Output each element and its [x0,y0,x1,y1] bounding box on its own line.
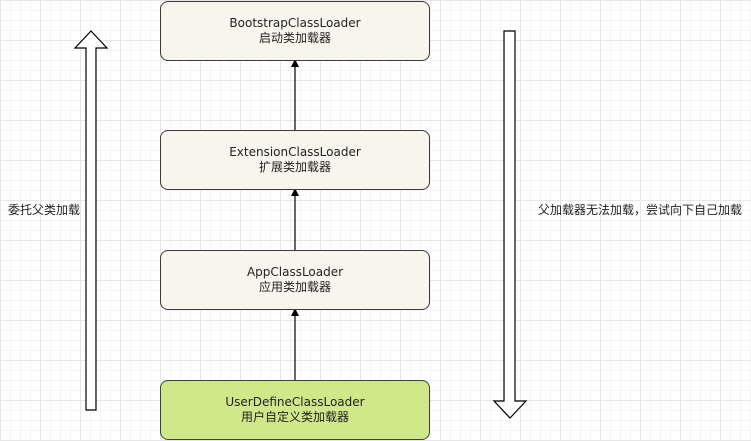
node-desc: 扩展类加载器 [258,160,331,174]
node-desc: 用户自定义类加载器 [240,410,349,424]
node-userdefine-classloader: UserDefineClassLoader 用户自定义类加载器 [160,380,430,440]
node-app-classloader: AppClassLoader 应用类加载器 [160,250,430,310]
node-name: ExtensionClassLoader [229,145,361,159]
node-name: UserDefineClassLoader [225,395,365,409]
node-desc: 启动类加载器 [258,31,331,45]
node-name: BootstrapClassLoader [229,16,361,30]
node-bootstrap-classloader: BootstrapClassLoader 启动类加载器 [160,1,430,61]
delegation-up-arrow-icon [73,30,109,411]
node-desc: 应用类加载器 [258,280,331,294]
fallback-label: 父加载器无法加载，尝试向下自己加载 [538,203,743,217]
fallback-down-arrow-icon [492,30,528,419]
delegation-label: 委托父类加载 [8,203,81,217]
node-name: AppClassLoader [246,265,344,279]
node-extension-classloader: ExtensionClassLoader 扩展类加载器 [160,130,430,190]
